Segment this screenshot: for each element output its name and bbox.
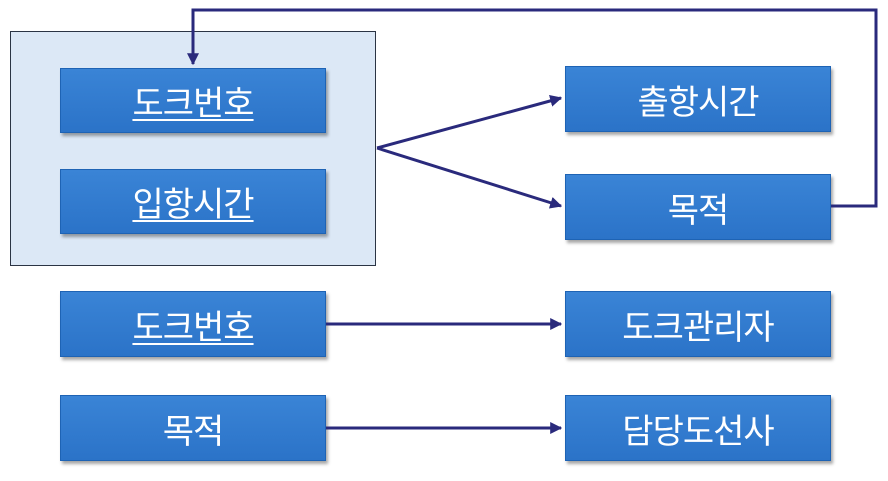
dock-number-key-box: 도크번호: [60, 68, 326, 133]
arrival-time-key-box: 입항시간: [60, 169, 326, 234]
departure-time-label: 출항시간: [637, 82, 759, 123]
destination-label: 목적: [667, 190, 730, 231]
dock-number-label: 도크번호: [132, 84, 254, 124]
arrow-group-to-destination: [376, 146, 563, 209]
dock-manager-label: 도크관리자: [622, 307, 774, 348]
arrival-time-label: 입항시간: [132, 185, 254, 225]
dock-number-source-box: 도크번호: [60, 291, 326, 357]
destination-source-box: 목적: [60, 395, 326, 461]
arrow-destination-loop-to-dock-number: [187, 8, 878, 208]
destination-box: 목적: [565, 174, 831, 240]
arrow-group-to-departure: [376, 95, 563, 150]
departure-time-box: 출항시간: [565, 66, 831, 132]
dock-number-source-label: 도크번호: [132, 307, 254, 348]
dock-manager-box: 도크관리자: [565, 291, 831, 357]
destination-source-label: 목적: [162, 411, 225, 452]
pilot-in-charge-box: 담당도선사: [565, 395, 831, 461]
pilot-in-charge-label: 담당도선사: [622, 411, 774, 452]
